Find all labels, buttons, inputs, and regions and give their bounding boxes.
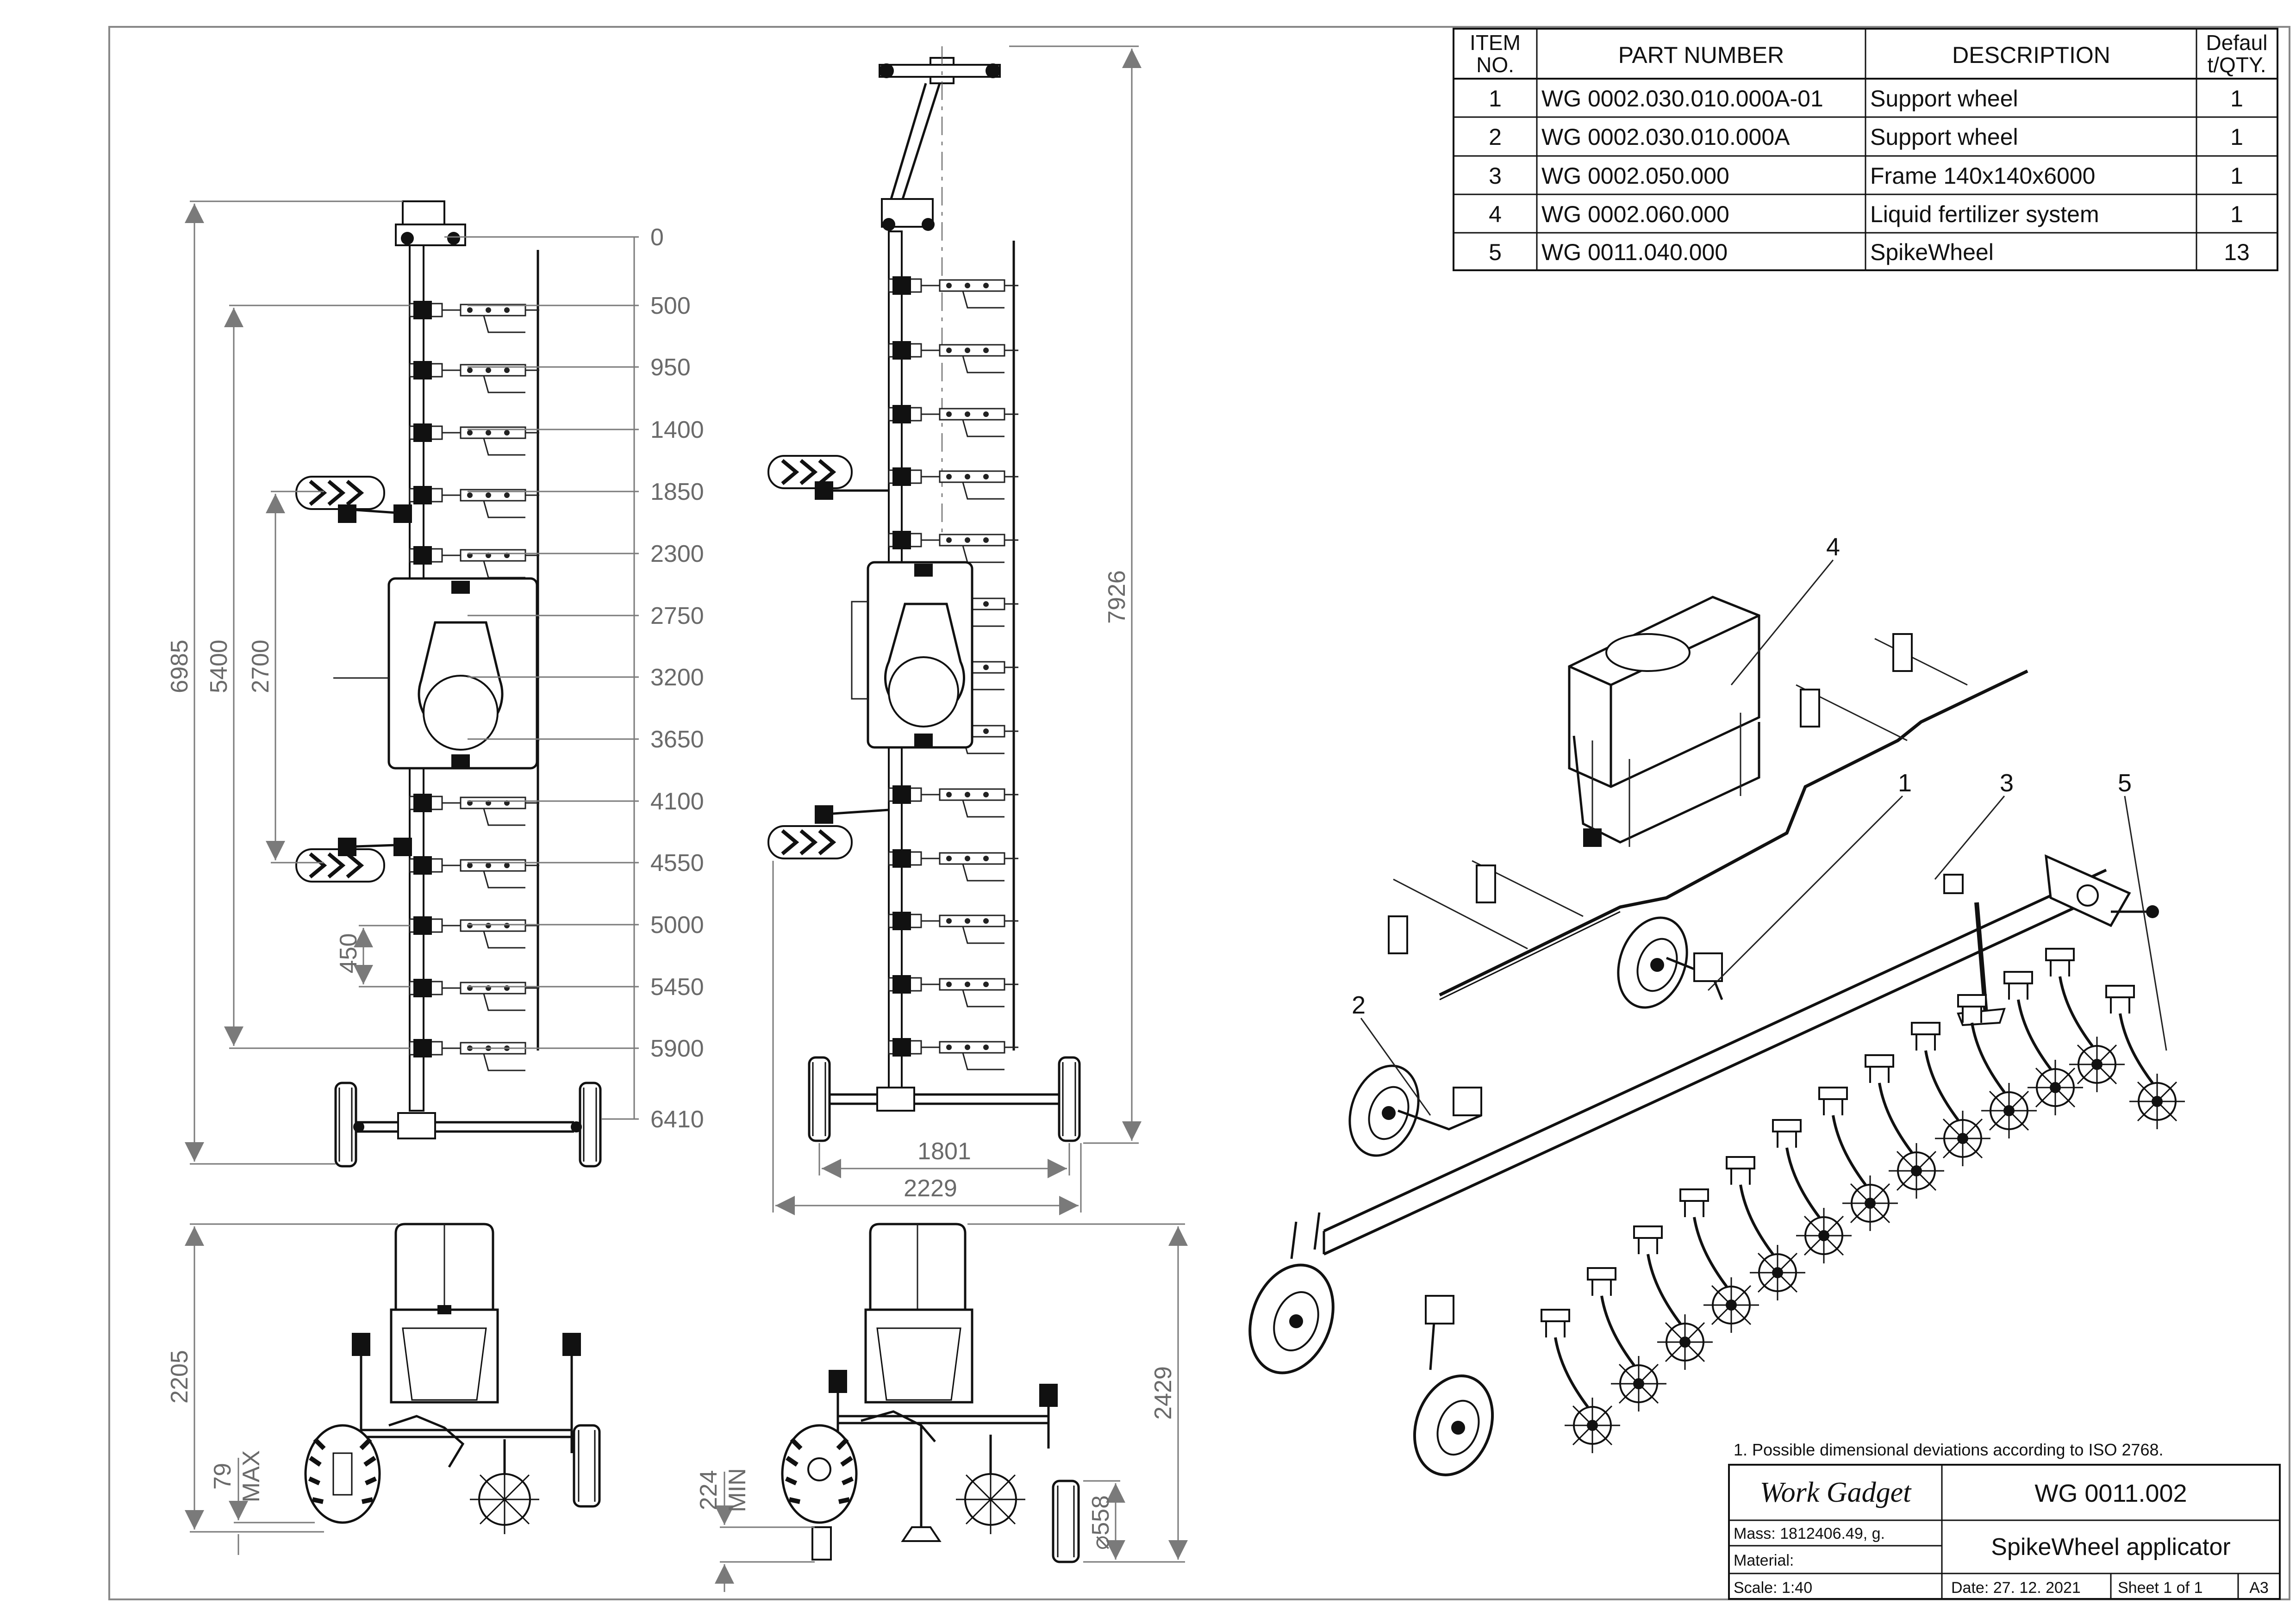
bom-row: 3 WG 0002.050.000 Frame 140x140x6000 1 <box>1489 163 2243 189</box>
dim-overall-width: 2229 <box>904 1175 957 1202</box>
bom-row: 5 WG 0011.040.000 SpikeWheel 13 <box>1489 239 2250 265</box>
material-field: Material: <box>1734 1552 1794 1569</box>
ordinate-label: 950 <box>650 354 691 381</box>
ordinate-label: 4100 <box>650 788 704 815</box>
bom-header-desc: DESCRIPTION <box>1952 42 2110 68</box>
bom-cell-desc: Liquid fertilizer system <box>1870 201 2099 227</box>
balloon-5: 5 <box>2118 769 2132 797</box>
dim-min-value: 224 <box>695 1470 722 1511</box>
top-view-2 <box>767 46 1081 1142</box>
dim-total-length: 7926 <box>1104 570 1130 624</box>
frame-wheels <box>1248 1212 1494 1476</box>
general-note: 1. Possible dimensional deviations accor… <box>1734 1440 2164 1459</box>
ordinate-label: 500 <box>650 292 691 319</box>
marker-plate-bottom <box>295 838 412 883</box>
bom-cell-desc: Support wheel <box>1870 86 2018 112</box>
bom-cell-qty: 1 <box>2230 201 2243 227</box>
bom-row: 2 WG 0002.030.010.000A Support wheel 1 <box>1489 124 2243 150</box>
bom-header-part: PART NUMBER <box>1618 42 1784 68</box>
ordinate-label: 1850 <box>650 479 704 505</box>
dim-2700: 2700 <box>247 640 274 693</box>
mass-field: Mass: 1812406.49, g. <box>1734 1525 1885 1542</box>
bom-cell-desc: Frame 140x140x6000 <box>1870 163 2095 189</box>
bom-header-qty-line2: t/QTY. <box>2208 53 2266 77</box>
bom-header-item-line2: NO. <box>1476 53 1514 77</box>
bom-header-qty-line1: Defaul <box>2206 31 2268 55</box>
dim-wheel-diameter: ⌀558 <box>1087 1495 1114 1550</box>
balloon-1: 1 <box>1898 769 1912 797</box>
front-view-1-dimensions: 2205 79 MAX <box>166 1223 398 1555</box>
title-block: 1. Possible dimensional deviations accor… <box>1728 1440 2281 1600</box>
bom-cell-desc: Support wheel <box>1870 124 2018 150</box>
bom-cell-qty: 1 <box>2230 124 2243 150</box>
dim-5400: 5400 <box>206 640 232 693</box>
balloon-3: 3 <box>2000 769 2014 797</box>
dim-450: 450 <box>335 933 362 974</box>
dim-front2-height: 2429 <box>1150 1366 1177 1420</box>
ordinate-label: 5450 <box>650 974 704 1001</box>
bom-cell-qty: 1 <box>2230 86 2243 112</box>
ordinate-label: 3650 <box>650 726 704 753</box>
front-view-2-dimensions: 2429 224 MIN ⌀558 <box>695 1223 1188 1592</box>
top-view-2-dimensions: 7926 1801 2229 <box>772 45 1142 1215</box>
balloon-2: 2 <box>1352 991 1366 1019</box>
ordinate-label: 5900 <box>650 1035 704 1062</box>
dim-min-label: MIN <box>724 1468 751 1512</box>
bom-cell-part: WG 0002.060.000 <box>1541 201 1729 227</box>
bom-cell-item: 5 <box>1489 239 1502 265</box>
balloon-4: 4 <box>1826 533 1840 561</box>
ordinate-label: 2750 <box>650 603 704 629</box>
ordinate-dimensions: 0 500 950 1400 1850 2300 2750 3200 3650 … <box>166 200 704 1165</box>
ordinate-label: 1400 <box>650 417 704 443</box>
ordinate-label: 2300 <box>650 541 704 567</box>
date-field: Date: 27. 12. 2021 <box>1951 1579 2081 1597</box>
bom-cell-item: 2 <box>1489 124 1502 150</box>
dim-track-width: 1801 <box>917 1138 971 1165</box>
sheet-size: A3 <box>2249 1579 2269 1597</box>
support-wheel-2 <box>1348 1064 1482 1157</box>
drawing-title: SpikeWheel applicator <box>1991 1534 2230 1561</box>
bom-cell-part: WG 0002.050.000 <box>1541 163 1729 189</box>
sheet-border <box>108 26 2290 1600</box>
bom-table: ITEM NO. PART NUMBER DESCRIPTION Defaul … <box>1453 28 2278 271</box>
ordinate-label: 5000 <box>650 912 704 939</box>
company-name: Work Gadget <box>1760 1477 1912 1508</box>
ordinate-label: 6410 <box>650 1106 704 1133</box>
ordinate-label: 4550 <box>650 850 704 877</box>
front-view-1 <box>304 1223 601 1534</box>
marker-plate-bottom-2 <box>767 805 889 859</box>
spike-wheels <box>1541 949 2185 1453</box>
marker-plate-top <box>295 476 412 523</box>
sheet-field: Sheet 1 of 1 <box>2118 1579 2202 1597</box>
support-wheel-1 <box>1617 916 1723 1009</box>
bom-cell-part: WG 0002.030.010.000A-01 <box>1541 86 1823 112</box>
scale-field: Scale: 1:40 <box>1734 1579 1812 1597</box>
bom-row: 4 WG 0002.060.000 Liquid fertilizer syst… <box>1489 201 2243 227</box>
isometric-view: 4 1 3 5 2 <box>1248 533 2185 1476</box>
dim-max-value: 79 <box>209 1463 236 1490</box>
ordinate-label: 0 <box>650 224 664 251</box>
bom-cell-part: WG 0011.040.000 <box>1541 239 1728 265</box>
bom-cell-item: 4 <box>1489 201 1502 227</box>
bom-cell-qty: 13 <box>2224 239 2250 265</box>
bom-row: 1 WG 0002.030.010.000A-01 Support wheel … <box>1489 86 2243 112</box>
top-view-1 <box>295 200 602 1168</box>
dim-overall-length: 6985 <box>166 640 193 693</box>
bom-cell-desc: SpikeWheel <box>1870 239 1994 265</box>
fertilizer-tank <box>1568 596 1760 847</box>
dim-max-label: MAX <box>238 1450 265 1503</box>
spray-boom <box>1388 633 2028 1001</box>
bom-cell-item: 1 <box>1489 86 1502 112</box>
dim-front-height: 2205 <box>166 1350 193 1404</box>
bom-cell-qty: 1 <box>2230 163 2243 189</box>
ordinate-label: 3200 <box>650 664 704 691</box>
front-view-2 <box>781 1223 1080 1563</box>
marker-plate-top-2 <box>767 455 889 500</box>
bom-cell-part: WG 0002.030.010.000A <box>1541 124 1790 150</box>
drawing-number: WG 0011.002 <box>2034 1480 2187 1507</box>
bom-header-item-line1: ITEM <box>1470 31 1521 55</box>
bom-cell-item: 3 <box>1489 163 1502 189</box>
